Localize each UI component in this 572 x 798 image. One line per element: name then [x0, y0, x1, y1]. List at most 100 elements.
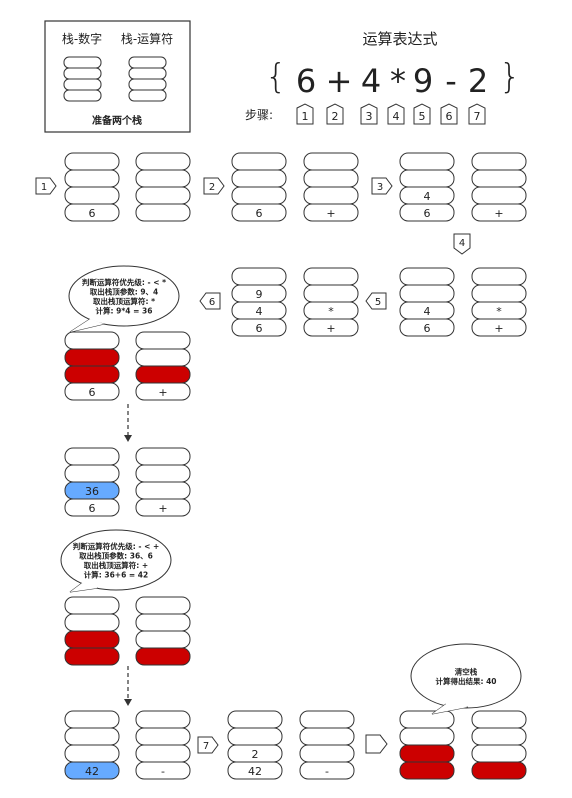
stack-cell	[135, 152, 191, 171]
operator-stack	[471, 710, 527, 780]
operator-stack: +	[471, 152, 527, 222]
stack-cell	[231, 318, 287, 337]
callout-line: 计算得出结果: 40	[435, 676, 496, 686]
step-arrow-number: 1	[41, 182, 47, 193]
stack-cell-value: 6	[256, 207, 263, 220]
stack-cell	[135, 365, 191, 384]
operator-stack: -	[135, 710, 191, 780]
stack-cell	[135, 761, 191, 780]
legend-stack-cell	[128, 56, 167, 69]
number-stack: 6	[64, 152, 120, 222]
stack-cell	[64, 498, 120, 517]
open-brace: {	[265, 57, 287, 97]
expression-tokens: 6+4*9-2	[296, 62, 488, 100]
stack-cell-value: 4	[424, 305, 431, 318]
stack-cell-value: +	[158, 386, 167, 399]
stack-cell-value: -	[325, 765, 329, 778]
callout-shape	[60, 529, 172, 591]
step-arrow-right	[371, 177, 393, 195]
stack-cell-value: -	[161, 765, 165, 778]
stack-cell	[231, 186, 287, 205]
step-marker-number: 1	[302, 110, 309, 123]
number-stack: 366	[64, 447, 120, 517]
operator-stack: +	[135, 447, 191, 517]
legend-stack-cell	[63, 67, 102, 80]
expression-token: 9	[413, 62, 433, 100]
step-arrow-down	[453, 233, 471, 255]
expression-title: 运算表达式	[362, 30, 437, 48]
stack-cell	[227, 710, 283, 729]
step-marker-number: 6	[446, 110, 453, 123]
stack-cell	[64, 203, 120, 222]
step-arrow-number: 4	[459, 238, 465, 249]
stack-cell	[231, 152, 287, 171]
step-marker-number: 5	[419, 110, 426, 123]
stack-cell-value: 4	[424, 190, 431, 203]
stack-cell	[303, 203, 359, 222]
stack-cell	[231, 267, 287, 286]
final-step-arrow	[365, 734, 388, 754]
step-marker-number: 3	[366, 110, 373, 123]
stack-cell	[135, 186, 191, 205]
number-stack	[399, 710, 455, 780]
legend-stack-cell	[128, 67, 167, 80]
callout-line: 取出栈顶运算符: +	[84, 560, 148, 570]
stack-cell	[399, 267, 455, 286]
step-marker	[440, 103, 458, 125]
step-arrow-number: 2	[209, 182, 215, 193]
stack-cell	[135, 169, 191, 188]
stack-cell-value: +	[326, 207, 335, 220]
step-arrow-right	[197, 736, 219, 754]
stack-cell-value: 9	[256, 288, 263, 301]
number-stack-label: 栈-数字	[62, 31, 102, 46]
steps-label: 步骤:	[245, 108, 273, 122]
callout-tail-fill	[70, 583, 98, 592]
callout-line: 取出栈顶参数: 36、6	[79, 550, 153, 560]
stack-cell	[135, 331, 191, 350]
stack-cell	[471, 727, 527, 746]
callout-line: 计算: 36+6 = 42	[84, 569, 149, 579]
stack-cell	[471, 203, 527, 222]
legend-stack-cell	[128, 78, 167, 91]
flow-arrow-head	[124, 699, 132, 706]
stack-cell	[64, 464, 120, 483]
stack-cell	[471, 710, 527, 729]
callout-line: 判断运算符优先级: - < *	[82, 277, 166, 287]
stack-cell-value: 6	[424, 207, 431, 220]
stack-cell	[471, 284, 527, 303]
stack-cell	[64, 647, 120, 666]
step-arrow-right	[35, 177, 57, 195]
stack-cell	[135, 744, 191, 763]
step-marker	[296, 103, 314, 125]
step-marker	[360, 103, 378, 125]
expression-token: 4	[361, 62, 381, 100]
callout-tail-fill	[70, 319, 104, 332]
stack-cell	[471, 267, 527, 286]
stack-cell-value: +	[494, 207, 503, 220]
operator-stack: -	[299, 710, 355, 780]
stack-cell	[135, 630, 191, 649]
stack-cell	[135, 464, 191, 483]
stack-cell	[135, 498, 191, 517]
number-stack: 242	[227, 710, 283, 780]
stack-cell	[471, 744, 527, 763]
callout-line: 取出栈顶参数: 9、4	[90, 286, 159, 296]
stack-cell-value: 4	[256, 305, 263, 318]
stack-cell	[64, 447, 120, 466]
flow-arrow-head	[124, 435, 132, 442]
stack-cell	[64, 727, 120, 746]
stack-cell	[303, 318, 359, 337]
stack-cell	[64, 630, 120, 649]
stack-cell	[399, 710, 455, 729]
step-arrow-left	[199, 292, 221, 310]
callout-line: 计算: 9*4 = 36	[96, 305, 153, 315]
stack-cell	[64, 152, 120, 171]
stack-cell	[471, 186, 527, 205]
stack-cell	[471, 318, 527, 337]
stack-cell	[299, 710, 355, 729]
stack-cell	[399, 727, 455, 746]
stack-cell	[303, 152, 359, 171]
stack-cell-value: 42	[248, 765, 262, 778]
step-arrow-number: 3	[377, 182, 383, 193]
